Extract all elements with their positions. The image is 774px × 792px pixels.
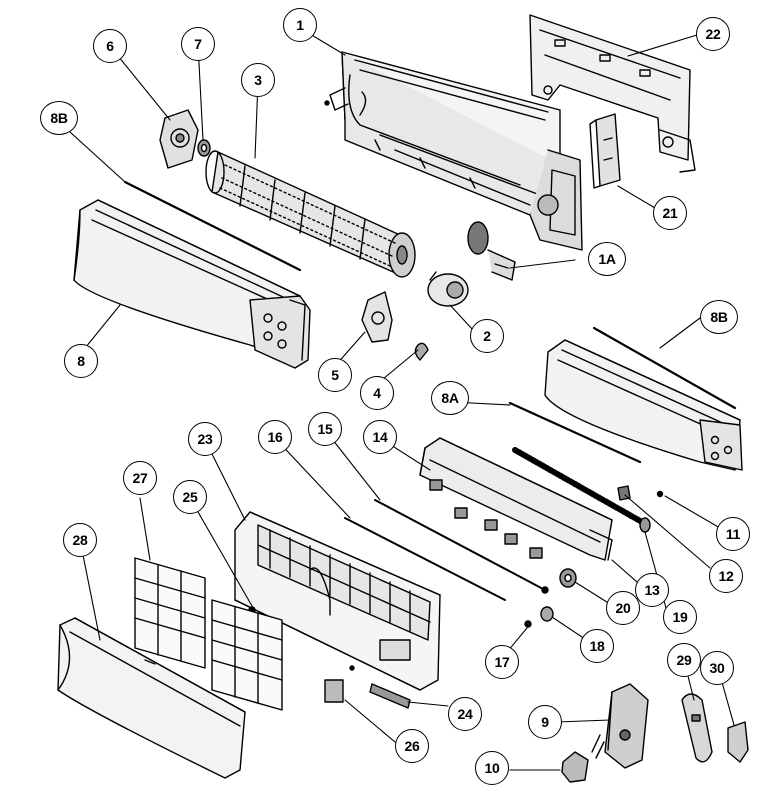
part-control-box	[591, 683, 649, 769]
part-screw	[656, 490, 664, 498]
part-bearing	[197, 139, 211, 157]
callout-5: 5	[318, 358, 352, 392]
callout-15: 15	[308, 412, 342, 446]
part-air-filter-right	[211, 599, 283, 711]
callout-21: 21	[653, 196, 687, 230]
callout-8b-right: 8B	[700, 300, 738, 334]
part-drain-bracket	[589, 113, 621, 189]
part-mounting-plate	[529, 14, 696, 173]
part-clip	[414, 342, 429, 361]
callout-16: 16	[258, 420, 292, 454]
part-louver-rod	[344, 517, 506, 601]
callout-24: 24	[448, 697, 482, 731]
callout-8: 8	[64, 344, 98, 378]
part-tube-left	[123, 180, 302, 272]
part-front-cabinet	[234, 511, 441, 691]
callout-23: 23	[188, 422, 222, 456]
part-front-panel	[57, 617, 246, 779]
callout-28: 28	[63, 523, 97, 557]
part-small-screw	[524, 620, 532, 628]
callout-25: 25	[173, 480, 207, 514]
callout-20: 20	[606, 591, 640, 625]
callout-30: 30	[700, 651, 734, 685]
callout-1: 1	[283, 8, 317, 42]
callout-1a: 1A	[588, 242, 626, 276]
part-bearing-holder	[361, 291, 393, 343]
callout-29: 29	[667, 643, 701, 677]
callout-18: 18	[580, 629, 614, 663]
part-drain-pan	[419, 437, 613, 561]
part-blower-wheel	[205, 150, 416, 278]
part-linkage-rod	[374, 499, 546, 591]
callout-9: 9	[528, 705, 562, 739]
callout-3: 3	[241, 63, 275, 97]
part-remote-control	[681, 693, 713, 763]
part-tube-8a	[508, 401, 642, 464]
callout-7: 7	[181, 27, 215, 61]
callout-6: 6	[93, 29, 127, 63]
callout-2: 2	[470, 319, 504, 353]
part-stepping-motor	[559, 568, 577, 588]
callout-8a: 8A	[431, 381, 469, 415]
callout-22: 22	[696, 17, 730, 51]
callout-11: 11	[716, 517, 750, 551]
part-terminal-block	[561, 751, 589, 783]
part-chassis	[324, 51, 583, 251]
part-sensor-holder	[369, 683, 411, 709]
part-bushing	[540, 606, 554, 622]
callout-12: 12	[709, 559, 743, 593]
part-evaporator-coil-left	[73, 199, 311, 369]
part-motor-cover	[427, 271, 469, 307]
callout-8b-left: 8B	[40, 101, 78, 135]
part-display-board	[324, 665, 355, 703]
part-air-filter-left	[134, 557, 206, 669]
part-tube-right	[592, 326, 737, 410]
leader-lines	[58, 27, 735, 771]
part-evaporator-coil-right	[544, 339, 743, 471]
part-remote-holder	[727, 721, 749, 763]
part-bearing-bracket	[159, 109, 199, 169]
callout-4: 4	[360, 376, 394, 410]
callout-14: 14	[363, 420, 397, 454]
part-rod-end	[541, 586, 549, 594]
part-heater-end	[639, 517, 651, 533]
callout-27: 27	[123, 461, 157, 495]
callout-26: 26	[395, 729, 429, 763]
callout-17: 17	[485, 645, 519, 679]
callout-19: 19	[663, 600, 697, 634]
part-heater	[512, 447, 645, 525]
part-fan-motor	[467, 221, 516, 281]
callout-13: 13	[635, 573, 669, 607]
callout-10: 10	[475, 751, 509, 785]
